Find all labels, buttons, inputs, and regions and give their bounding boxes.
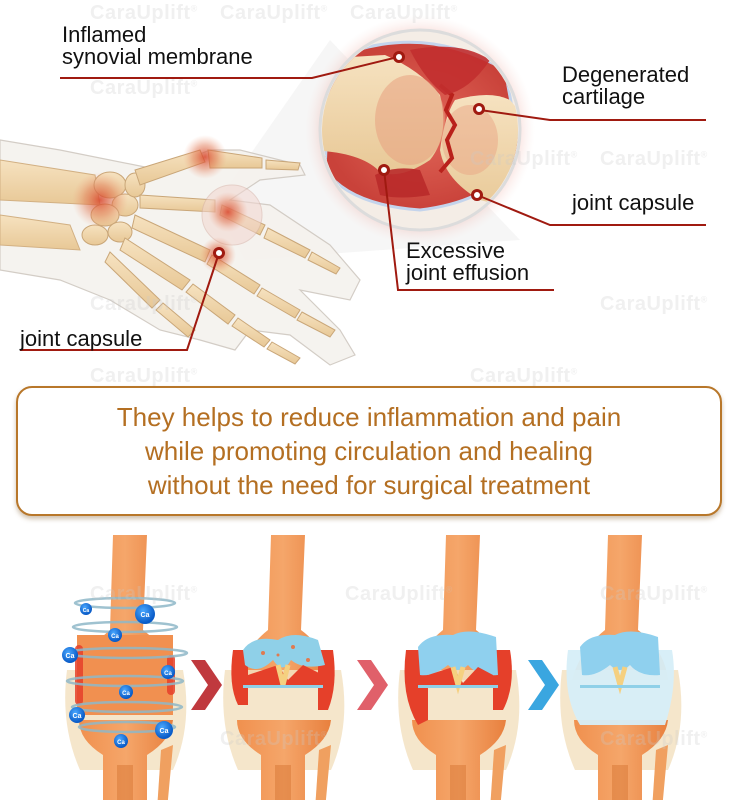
pin-excessive-effusion-icon: [378, 164, 390, 176]
info-callout-box: They helps to reduce inflammation and pa…: [16, 386, 722, 516]
knee-recovery-stages: Ca Ca Ca Ca Ca Ca Ca Ca Ca: [62, 535, 682, 800]
svg-text:Ca: Ca: [73, 713, 82, 720]
label-line-2: cartilage: [562, 84, 646, 109]
damage-spots: [261, 645, 310, 662]
progress-arrow-3-icon: [528, 660, 559, 710]
calcium-ion-icon: Ca: [161, 665, 175, 679]
leader-degenerated-cartilage: [479, 109, 706, 121]
stage-4-healthy-knee: [560, 535, 682, 800]
joint-closeup: [322, 40, 518, 215]
label-line-1: Excessive: [406, 238, 506, 263]
leader-excessive-effusion: [383, 169, 554, 291]
svg-text:Ca: Ca: [66, 653, 75, 660]
inflammation-knuckle: [208, 192, 248, 232]
svg-text:Ca: Ca: [122, 691, 130, 697]
svg-text:Ca: Ca: [117, 740, 125, 746]
info-line-1: They helps to reduce inflammation and pa…: [116, 402, 622, 432]
svg-text:Ca: Ca: [160, 728, 169, 735]
label-degenerated-cartilage: Degenerated cartilage: [562, 64, 689, 108]
info-line-2: while promoting circulation and healing: [144, 436, 594, 466]
calcium-ion-icon: Ca: [155, 721, 173, 739]
stage-2-severe-inflammation: [223, 535, 345, 800]
svg-text:Ca: Ca: [111, 634, 119, 640]
svg-text:Ca: Ca: [164, 671, 172, 677]
label-joint-capsule-right: joint capsule: [572, 190, 695, 215]
calcium-ion-icon: Ca: [114, 734, 128, 748]
calcium-ion-icon: Ca: [80, 603, 92, 615]
label-joint-capsule-left: joint capsule: [20, 326, 143, 351]
svg-text:Ca: Ca: [141, 612, 150, 619]
label-inflamed-synovial-membrane: Inflamed synovial membrane: [62, 24, 253, 68]
pin-inflamed-synovial-icon: [393, 51, 405, 63]
leader-joint-capsule-left: [20, 255, 219, 351]
finger-bones: [104, 194, 341, 365]
calcium-ion-icon: Ca: [119, 685, 133, 699]
calcium-ions: Ca Ca Ca Ca Ca Ca Ca Ca Ca: [62, 603, 175, 748]
leader-inflamed-synovial: [60, 56, 399, 79]
label-line-2: synovial membrane: [62, 44, 253, 69]
progress-arrow-1-icon: [191, 660, 222, 710]
calcium-ion-icon: Ca: [69, 707, 85, 723]
label-line-2: joint effusion: [406, 260, 530, 285]
stage-3-reduced-inflammation: [398, 535, 520, 800]
progress-arrow-2-icon: [357, 660, 388, 710]
ulna-bone: [0, 214, 81, 251]
svg-text:Ca: Ca: [83, 608, 90, 614]
pin-dots: [213, 51, 485, 259]
leader-lines: [20, 56, 706, 351]
healing-rings: [65, 596, 189, 734]
calcium-ion-icon: Ca: [62, 647, 78, 663]
calcium-ion-icon: Ca: [108, 628, 122, 642]
label-line-1: Inflamed: [62, 22, 147, 47]
pin-joint-capsule-right-icon: [471, 189, 483, 201]
pin-degenerated-cartilage-icon: [473, 103, 485, 115]
hand-joint-diagram: [0, 15, 706, 366]
inflammation-wrist: [72, 172, 128, 228]
stage-1-calcium-treatment: [65, 535, 189, 800]
leader-joint-capsule-right: [476, 194, 706, 226]
calcium-ion-icon: Ca: [135, 604, 155, 624]
pin-joint-capsule-left-icon: [213, 247, 225, 259]
inflammation-thumb: [183, 135, 227, 179]
info-line-3: without the need for surgical treatment: [147, 470, 591, 500]
label-excessive-joint-effusion: Excessive joint effusion: [406, 240, 529, 284]
label-line-1: Degenerated: [562, 62, 690, 87]
